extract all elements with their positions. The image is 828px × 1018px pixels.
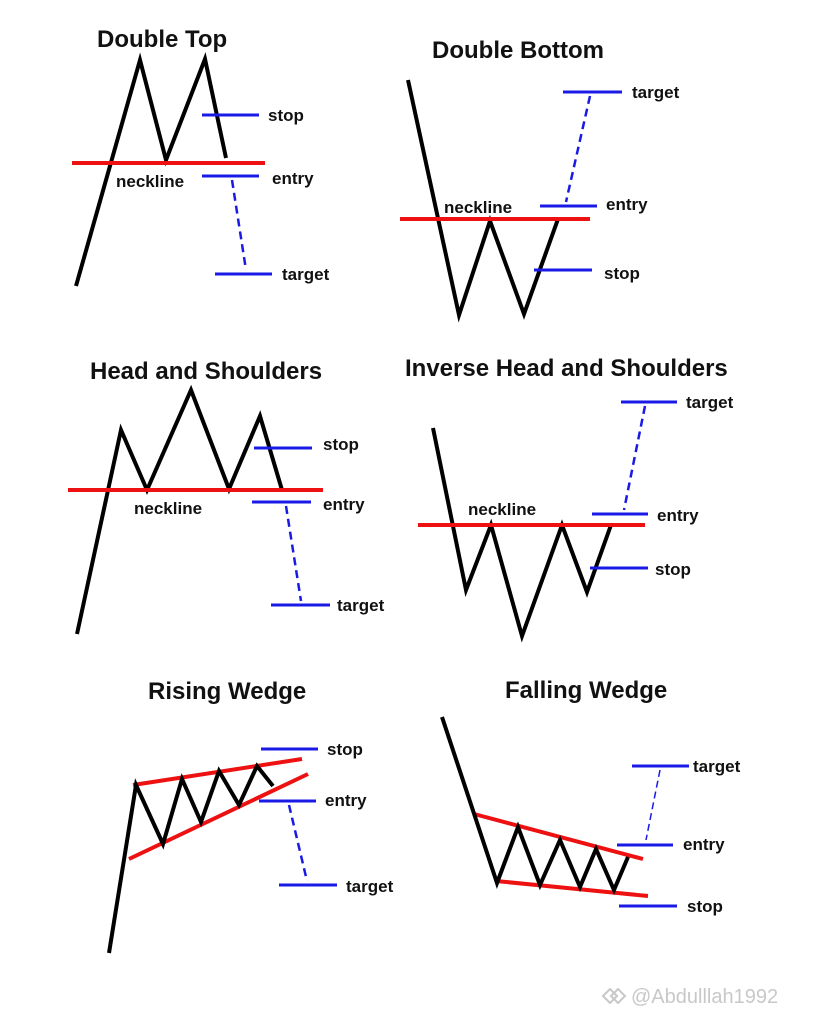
head-shoulders-target-label: target bbox=[337, 596, 385, 615]
double-top-entry-label: entry bbox=[272, 169, 314, 188]
inverse-head-shoulders-target-label: target bbox=[686, 393, 734, 412]
falling-wedge-stop-label: stop bbox=[687, 897, 723, 916]
head-shoulders-title: Head and Shoulders bbox=[90, 358, 322, 385]
head-shoulders-price-line bbox=[75, 384, 284, 635]
falling-wedge-title: Falling Wedge bbox=[505, 677, 667, 704]
double-bottom-panel: Double Bottom neckline target entry stop bbox=[400, 37, 680, 323]
falling-wedge-upper-trendline bbox=[473, 812, 644, 861]
watermark: @Abdulllah1992 bbox=[601, 986, 778, 1008]
inverse-head-shoulders-target-projection bbox=[622, 405, 647, 511]
inverse-head-shoulders-price-line bbox=[431, 427, 613, 643]
inverse-head-shoulders-neckline-label: neckline bbox=[468, 500, 536, 519]
double-bottom-entry-label: entry bbox=[606, 195, 648, 214]
double-top-target-projection bbox=[230, 179, 248, 271]
head-shoulders-entry-label: entry bbox=[323, 495, 365, 514]
inverse-head-shoulders-title: Inverse Head and Shoulders bbox=[405, 355, 728, 382]
head-shoulders-target-projection bbox=[284, 505, 303, 602]
inverse-head-shoulders-panel: Inverse Head and Shoulders neckline targ… bbox=[405, 355, 734, 643]
inverse-head-shoulders-entry-label: entry bbox=[657, 506, 699, 525]
double-bottom-stop-label: stop bbox=[604, 264, 640, 283]
head-shoulders-panel: Head and Shoulders neckline stop entry t… bbox=[68, 358, 385, 635]
rising-wedge-panel: Rising Wedge stop entry target bbox=[107, 678, 394, 954]
double-bottom-title: Double Bottom bbox=[432, 37, 604, 64]
double-top-panel: Double Top neckline stop entry target bbox=[72, 26, 330, 287]
rising-wedge-entry-label: entry bbox=[325, 791, 367, 810]
rising-wedge-target-label: target bbox=[346, 877, 394, 896]
rising-wedge-price-line bbox=[107, 762, 275, 954]
double-bottom-target-projection bbox=[564, 95, 592, 203]
falling-wedge-panel: Falling Wedge target entry stop bbox=[440, 677, 741, 916]
double-top-neckline-label: neckline bbox=[116, 172, 184, 191]
double-bottom-target-label: target bbox=[632, 83, 680, 102]
falling-wedge-lower-trendline bbox=[495, 879, 649, 898]
inverse-head-shoulders-stop-label: stop bbox=[655, 560, 691, 579]
rising-wedge-title: Rising Wedge bbox=[148, 678, 306, 705]
falling-wedge-price-line bbox=[440, 716, 630, 896]
falling-wedge-entry-label: entry bbox=[683, 835, 725, 854]
double-top-stop-label: stop bbox=[268, 106, 304, 125]
watermark-logo-icon bbox=[601, 987, 627, 1005]
head-shoulders-neckline-label: neckline bbox=[134, 499, 202, 518]
head-shoulders-stop-label: stop bbox=[323, 435, 359, 454]
rising-wedge-stop-label: stop bbox=[327, 740, 363, 759]
double-top-price-line bbox=[74, 51, 228, 287]
double-top-title: Double Top bbox=[97, 26, 227, 53]
double-top-target-label: target bbox=[282, 265, 330, 284]
falling-wedge-target-projection bbox=[645, 769, 661, 841]
rising-wedge-target-projection bbox=[287, 804, 309, 882]
falling-wedge-target-label: target bbox=[693, 757, 741, 776]
double-bottom-neckline-label: neckline bbox=[444, 198, 512, 217]
rising-wedge-lower-trendline bbox=[128, 772, 309, 861]
watermark-text: @Abdulllah1992 bbox=[631, 986, 778, 1008]
